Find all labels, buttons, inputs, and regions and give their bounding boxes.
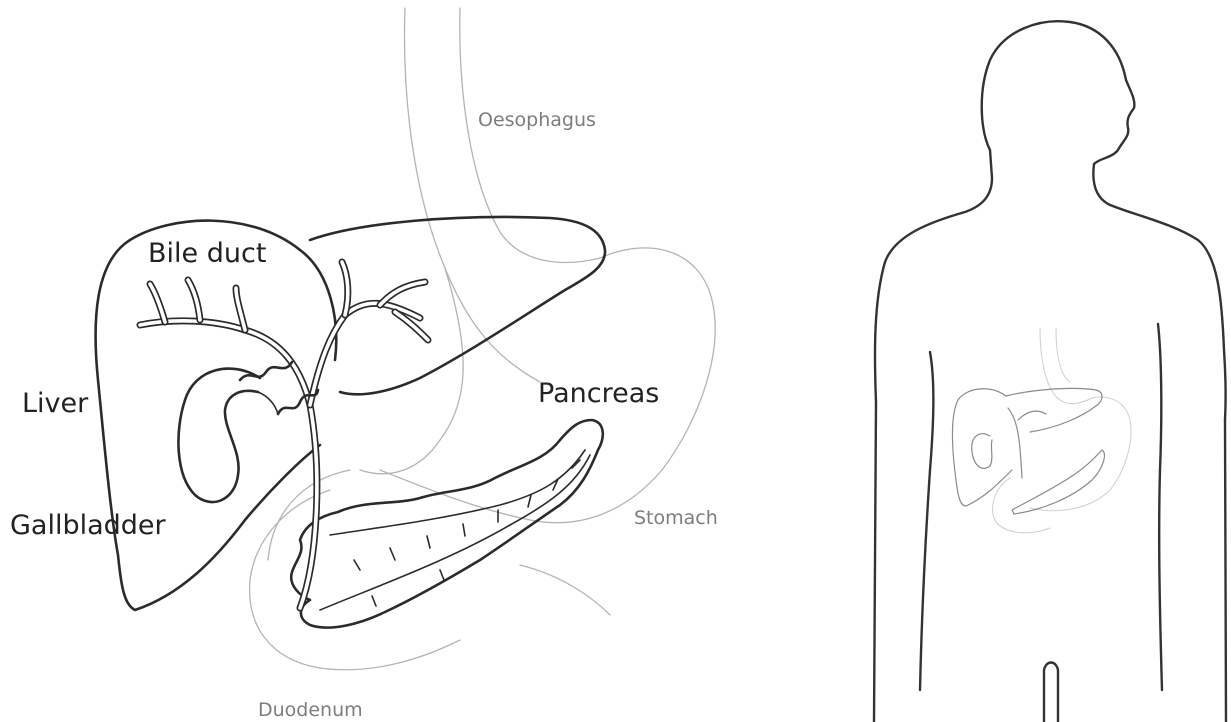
- bile-duct-label: Bile duct: [148, 238, 266, 269]
- gallbladder-shape: [178, 369, 278, 502]
- body-silhouette-figure: [874, 21, 1226, 722]
- pancreas-label: Pancreas: [538, 378, 659, 409]
- gallbladder-label: Gallbladder: [10, 510, 167, 541]
- liver-label: Liver: [22, 388, 89, 419]
- duodenum-shape: [250, 470, 460, 670]
- oesophagus-shape: [404, 8, 600, 382]
- right-arm-inner: [1158, 324, 1162, 690]
- body-silhouette: [875, 21, 1226, 420]
- crotch: [1044, 663, 1058, 722]
- organ-diagram: Oesophagus Bile duct Liver Pancreas Gall…: [10, 8, 718, 721]
- duodenum-label: Duodenum: [258, 699, 363, 721]
- liver-shape: [96, 217, 605, 610]
- stomach-shape: [360, 248, 715, 615]
- stomach-label: Stomach: [634, 507, 718, 529]
- bile-duct-shape: [140, 262, 428, 608]
- oesophagus-label: Oesophagus: [478, 109, 596, 131]
- mini-organs: [953, 328, 1132, 533]
- pancreas-shape: [291, 420, 603, 628]
- left-arm-inner: [920, 352, 933, 690]
